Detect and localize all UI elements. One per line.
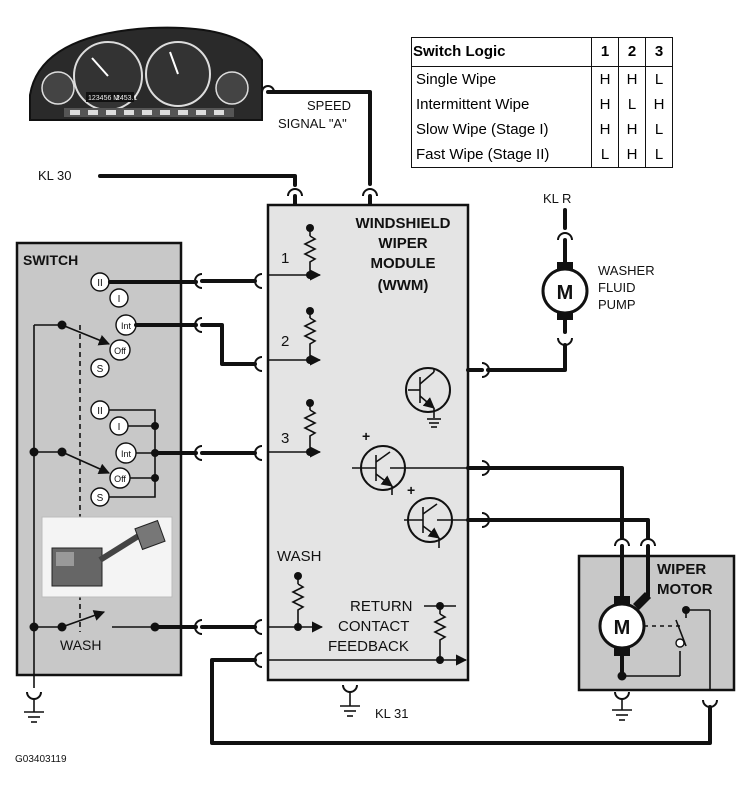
switch-group-b: II I Int Off S (29, 400, 159, 507)
wiper-motor: WIPER MOTOR M (466, 460, 736, 692)
logic-row: Single Wipe H H L (412, 66, 672, 92)
logic-table-title: Switch Logic (412, 38, 592, 66)
svg-text:1: 1 (281, 250, 289, 267)
svg-text:WASH: WASH (277, 548, 321, 565)
wiper-motor-symbol: M (614, 617, 631, 639)
wiper-module: WINDSHIELD WIPER MODULE (WWM) 1 2 (266, 203, 470, 682)
svg-text:S: S (97, 364, 104, 375)
svg-text:RETURN: RETURN (350, 598, 413, 615)
kl30-label: KL 30 (38, 168, 72, 183)
svg-text:Off: Off (114, 346, 126, 356)
svg-text:FEEDBACK: FEEDBACK (328, 638, 409, 655)
svg-text:3: 3 (281, 430, 289, 447)
module-wash-input: WASH (268, 548, 324, 633)
svg-text:I: I (118, 294, 121, 305)
logic-row: Fast Wipe (Stage II) L H L (412, 141, 672, 167)
switch-to-module-wires (108, 273, 263, 635)
svg-text:MOTOR: MOTOR (657, 581, 713, 598)
svg-text:CONTACT: CONTACT (338, 618, 409, 635)
switch-title: SWITCH (23, 252, 78, 268)
svg-text:+: + (407, 482, 415, 498)
pump-driver-transistor (405, 367, 451, 428)
module-return-feedback: RETURN CONTACT FEEDBACK (268, 598, 468, 666)
module-title-1: WINDSHIELD (356, 215, 451, 232)
switch-wash-contact: WASH (29, 610, 160, 653)
trip-readout: 2453.1 (116, 95, 138, 102)
module-title-2: WIPER (378, 235, 427, 252)
svg-text:Off: Off (114, 474, 126, 484)
switch-group-a: II I Int Off S (34, 272, 137, 378)
module-input-3: 3 (268, 399, 322, 458)
module-input-2: 2 (268, 307, 322, 366)
speed-signal-label-1: SPEED (307, 98, 351, 113)
module-title-3: MODULE (371, 255, 436, 272)
logic-col-2: 2 (618, 38, 646, 66)
logic-row: Slow Wipe (Stage I) H H L (412, 116, 672, 142)
svg-text:Int: Int (121, 449, 132, 459)
kl30-wire (98, 174, 297, 187)
odometer-readout: 123456 M (88, 95, 119, 102)
module-ground (340, 684, 360, 717)
switch-logic-table: Switch Logic 1 2 3 Single Wipe H H L Int… (411, 37, 673, 168)
switch-wash-label: WASH (60, 637, 101, 653)
switch-stalk-image (41, 516, 173, 598)
module-input-1: 1 (268, 224, 322, 281)
speed-signal-wire (261, 85, 378, 207)
switch-ground (24, 691, 44, 723)
svg-text:II: II (97, 278, 103, 289)
logic-col-3: 3 (654, 43, 664, 61)
svg-text:+: + (362, 428, 370, 444)
svg-text:WIPER: WIPER (657, 561, 706, 578)
svg-text:S: S (97, 493, 104, 504)
motor-driver-transistor-2: + (404, 482, 468, 548)
klr-label: KL R (543, 191, 571, 206)
washer-pump: M WASHER FLUID PUMP (466, 208, 655, 378)
svg-text:2: 2 (281, 333, 289, 350)
svg-text:II: II (97, 406, 103, 417)
feedback-wire (210, 652, 718, 745)
motor-ground (612, 691, 632, 721)
kl31-label: KL 31 (375, 706, 409, 721)
pump-motor-symbol: M (557, 282, 574, 304)
instrument-cluster: 123456 M 2453.1 (29, 26, 263, 121)
figure-id: G03403119 (15, 754, 67, 765)
kl30-connector (287, 188, 303, 197)
svg-text:I: I (118, 422, 121, 433)
wiper-switch: SWITCH II I Int Off S II I Int Off S (15, 241, 183, 688)
logic-row: Intermittent Wipe H L H (412, 91, 672, 117)
svg-text:PUMP: PUMP (598, 297, 636, 312)
motor-driver-transistor-1: + (352, 428, 468, 495)
speed-signal-label-2: SIGNAL "A" (278, 116, 347, 131)
svg-text:WASHER: WASHER (598, 263, 655, 278)
svg-text:Int: Int (121, 321, 132, 331)
logic-col-1: 1 (591, 38, 619, 66)
module-title-4: (WWM) (378, 277, 429, 294)
svg-text:FLUID: FLUID (598, 280, 636, 295)
